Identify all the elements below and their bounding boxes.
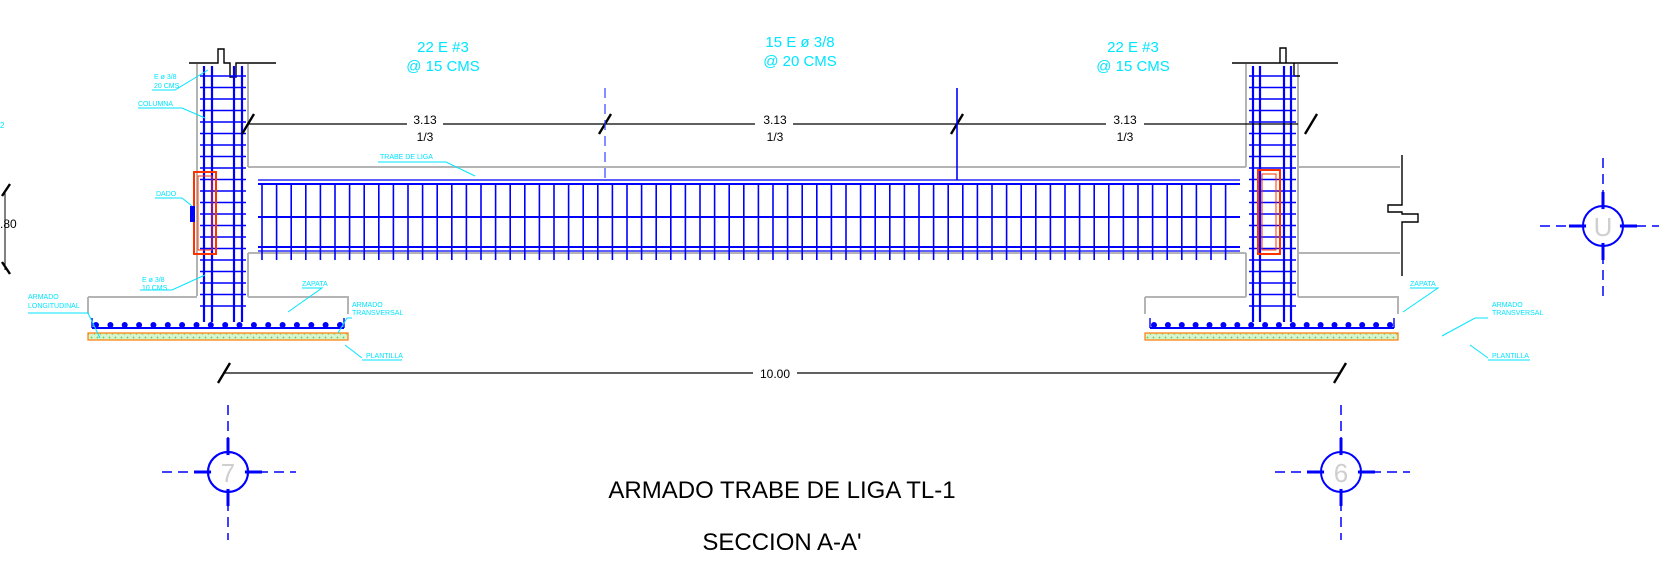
footing-bar-dot: [279, 322, 286, 328]
footing-bar-dot: [322, 322, 329, 328]
footing-bar-dot: [1248, 322, 1255, 328]
spacing-center-line2: @ 20 CMS: [763, 53, 837, 70]
dim-left-partial: .80: [0, 217, 17, 231]
plantilla-left: [87, 332, 349, 341]
footing-bar-dot: [293, 322, 300, 328]
dim-seg1-ratio: 1/3: [417, 130, 434, 144]
rebar: [91, 66, 1395, 329]
footing-bar-dot: [1317, 322, 1324, 328]
dim-seg3-value: 3.13: [1113, 113, 1137, 127]
dim-seg1-value: 3.13: [413, 113, 437, 127]
dim-seg2-value: 3.13: [763, 113, 787, 127]
footing-bar-dot: [150, 322, 157, 328]
label-armado-trans-right-2: TRANSVERSAL: [1492, 310, 1543, 317]
axis-marker-6: [1275, 405, 1410, 540]
label-plantilla-left: PLANTILLA: [366, 353, 403, 360]
footing-bar-dot: [1289, 322, 1296, 328]
footing-bar-dot: [136, 322, 143, 328]
footing-bar-dot: [207, 322, 214, 328]
axis-label-u: U: [1594, 212, 1613, 242]
dado-right: [1257, 169, 1281, 255]
footing-bar-dot: [250, 322, 257, 328]
label-armado-long-2: LONGITUDINAL: [28, 303, 80, 310]
footing-bar-dot: [1345, 322, 1352, 328]
footing-bar-dot: [1373, 322, 1380, 328]
beam-stirrups: [261, 184, 1227, 260]
footing-bar-dot: [107, 322, 114, 328]
footing-bar-dot: [236, 322, 243, 328]
label-stirrup-col-1: E ø 3/8: [154, 74, 177, 81]
footing-bar-dot: [265, 322, 272, 328]
dado-plate: [190, 206, 195, 222]
footing-bar-dot: [222, 322, 229, 328]
leader-lines: [28, 69, 1530, 361]
footing-bar-dot: [1275, 322, 1282, 328]
label-zapata-right: ZAPATA: [1410, 281, 1436, 288]
footing-bar-dot: [121, 322, 128, 328]
footing-bar-dot: [179, 322, 186, 328]
spacing-left-line2: @ 15 CMS: [406, 58, 480, 75]
drawing-subtitle: SECCION A-A': [702, 529, 861, 556]
axis-marker-7: [162, 405, 296, 540]
footing-bar-dot: [308, 322, 315, 328]
footing-bar-dot: [1262, 322, 1269, 328]
label-stirrup-low-2: 10 CMS: [142, 285, 168, 292]
footing-bar-dots: [93, 322, 1393, 328]
footing-bar-dot: [193, 322, 200, 328]
label-stirrup-col-2: 20 CMS: [154, 83, 180, 90]
spacing-left-line1: 22 E #3: [417, 39, 469, 56]
axis-label-6: 6: [1334, 458, 1348, 488]
concrete-outline: [87, 64, 1400, 314]
column-ties: [200, 75, 1296, 307]
spacing-right-line1: 22 E #3: [1107, 39, 1159, 56]
footing-bar-dot: [1178, 322, 1185, 328]
break-lines: [189, 47, 1419, 276]
label-armado-trans-left-1: ARMADO: [352, 302, 383, 309]
label-trabe-de-liga: TRABE DE LIGA: [380, 154, 433, 161]
footing-bar-dot: [1192, 322, 1199, 328]
footing-bar-dot: [1303, 322, 1310, 328]
label-columna: COLUMNA: [138, 101, 173, 108]
dim-total: 10.00: [760, 367, 790, 381]
axis-marker-u: [1540, 158, 1659, 296]
label-armado-long-1: ARMADO: [28, 294, 59, 301]
footing-bar-dot: [1206, 322, 1213, 328]
dimension-lines: [224, 123, 1340, 374]
label-stirrup-low-1: E ø 3/8: [142, 277, 165, 284]
drawing-title: ARMADO TRABE DE LIGA TL-1: [608, 477, 955, 504]
dim-seg2-ratio: 1/3: [767, 130, 784, 144]
label-armado-trans-right-1: ARMADO: [1492, 302, 1523, 309]
footing-bar-dot: [1387, 322, 1393, 328]
dim-seg3-ratio: 1/3: [1117, 130, 1134, 144]
label-zapata-left: ZAPATA: [302, 281, 328, 288]
footing-bar-dot: [1331, 322, 1338, 328]
footing-bar-dot: [1359, 322, 1366, 328]
footing-bar-dot: [1220, 322, 1227, 328]
axis-label-7: 7: [221, 458, 235, 488]
footing-bar-dot: [1164, 322, 1171, 328]
spacing-center-line1: 15 E ø 3/8: [765, 34, 834, 51]
spacing-right-line2: @ 15 CMS: [1096, 58, 1170, 75]
label-armado-trans-left-2: TRANSVERSAL: [352, 310, 403, 317]
dim-left-edge-mark: 2: [0, 121, 5, 130]
label-plantilla-right: PLANTILLA: [1492, 353, 1529, 360]
footing-bar-dot: [1151, 322, 1157, 328]
footing-bar-dot: [164, 322, 171, 328]
label-dado: DADO: [156, 191, 177, 198]
footing-bar-dot: [1234, 322, 1241, 328]
plantilla-right: [1144, 332, 1399, 341]
